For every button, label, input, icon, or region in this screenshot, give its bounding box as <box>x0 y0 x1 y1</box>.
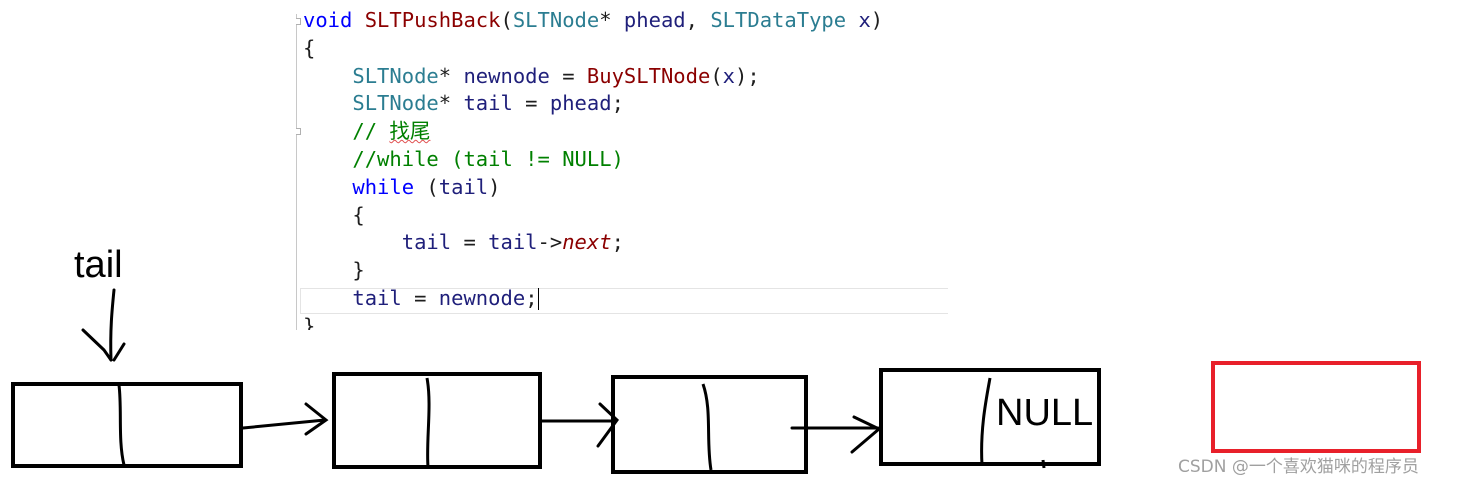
code-line[interactable]: tail = newnode; <box>303 284 539 312</box>
code-line[interactable]: } <box>303 256 365 284</box>
code-token: //while (tail != NULL) <box>352 147 624 171</box>
code-token: ); <box>735 63 760 88</box>
code-token <box>846 8 858 32</box>
fold-marker-icon[interactable] <box>296 128 301 135</box>
list-node-2 <box>332 372 542 469</box>
code-token: = <box>401 286 439 310</box>
code-token: = <box>451 230 489 255</box>
code-token: tail <box>438 174 489 199</box>
code-token: SLTDataType <box>710 8 847 32</box>
code-token: tail <box>401 230 452 255</box>
code-line[interactable]: while (tail) <box>303 173 501 201</box>
code-token: = <box>549 63 587 88</box>
code-token: * <box>599 8 624 32</box>
code-token: { <box>303 202 365 227</box>
code-token: SLTPushBack <box>364 8 501 32</box>
code-token: tail <box>463 91 513 116</box>
code-token: 找尾 <box>389 119 431 144</box>
code-token <box>303 64 352 88</box>
code-token: x <box>858 8 871 32</box>
code-token: tail <box>352 286 402 310</box>
tail-pointer-arrow <box>81 288 126 362</box>
code-token: * <box>438 91 464 116</box>
code-token: { <box>303 35 316 60</box>
code-token: x <box>722 63 736 88</box>
code-token <box>303 91 352 115</box>
code-token: ; <box>611 230 624 255</box>
code-token: ; <box>611 91 624 116</box>
code-token: // <box>352 119 390 144</box>
code-token: void <box>303 8 353 32</box>
code-editor[interactable]: void SLTPushBack(SLTNode* phead, SLTData… <box>296 6 948 330</box>
code-line[interactable]: { <box>303 201 365 229</box>
code-line[interactable]: SLTNode* newnode = BuySLTNode(x); <box>303 62 760 90</box>
code-token: ) <box>488 174 501 199</box>
code-line[interactable]: { <box>303 34 315 62</box>
code-token: ) <box>870 8 884 32</box>
code-token: ( <box>500 8 513 32</box>
list-node-4 <box>879 368 1101 469</box>
code-token: next <box>562 230 612 255</box>
code-token: -> <box>537 230 563 255</box>
link-arrow-1 <box>241 402 329 436</box>
text-caret <box>537 288 539 310</box>
code-token <box>303 230 402 254</box>
code-token: phead <box>549 91 612 116</box>
list-node-3 <box>611 375 808 474</box>
list-node-1 <box>11 382 243 468</box>
code-token: while <box>352 174 415 199</box>
code-line[interactable]: } <box>303 312 315 330</box>
code-line[interactable]: tail = tail->next; <box>303 228 624 256</box>
code-token: SLTNode <box>352 63 439 88</box>
link-arrow-2 <box>540 402 619 448</box>
code-line[interactable]: // 找尾 <box>303 117 430 145</box>
tail-label: tail <box>74 244 123 286</box>
code-token: * <box>438 63 464 88</box>
code-line[interactable]: void SLTPushBack(SLTNode* phead, SLTData… <box>303 6 883 34</box>
code-token: , <box>685 8 711 32</box>
current-line-highlight <box>300 288 948 314</box>
code-line[interactable]: //while (tail != NULL) <box>303 145 624 173</box>
editor-gutter <box>296 14 297 330</box>
watermark: CSDN @一个喜欢猫咪的程序员 <box>1178 457 1419 477</box>
code-line[interactable]: SLTNode* tail = phead; <box>303 89 624 117</box>
null-label: NULL <box>996 392 1094 434</box>
code-token <box>303 119 352 143</box>
new-node-box <box>1211 361 1421 453</box>
fold-marker-icon[interactable] <box>296 18 301 25</box>
code-token: = <box>512 91 550 116</box>
code-token: } <box>303 258 365 283</box>
code-token: newnode <box>463 63 550 88</box>
code-token: ( <box>414 174 439 199</box>
code-token: SLTNode <box>512 8 600 32</box>
code-token <box>303 175 352 199</box>
code-token: BuySLTNode <box>586 63 711 88</box>
code-token: SLTNode <box>352 91 439 116</box>
code-token <box>303 286 352 310</box>
code-token: tail <box>488 230 538 255</box>
code-token: } <box>303 313 316 330</box>
code-token <box>352 8 364 32</box>
code-token: phead <box>623 8 686 32</box>
code-token <box>303 147 352 171</box>
code-token: ( <box>710 63 723 88</box>
code-token: ; <box>525 286 538 310</box>
code-token: newnode <box>438 286 526 310</box>
